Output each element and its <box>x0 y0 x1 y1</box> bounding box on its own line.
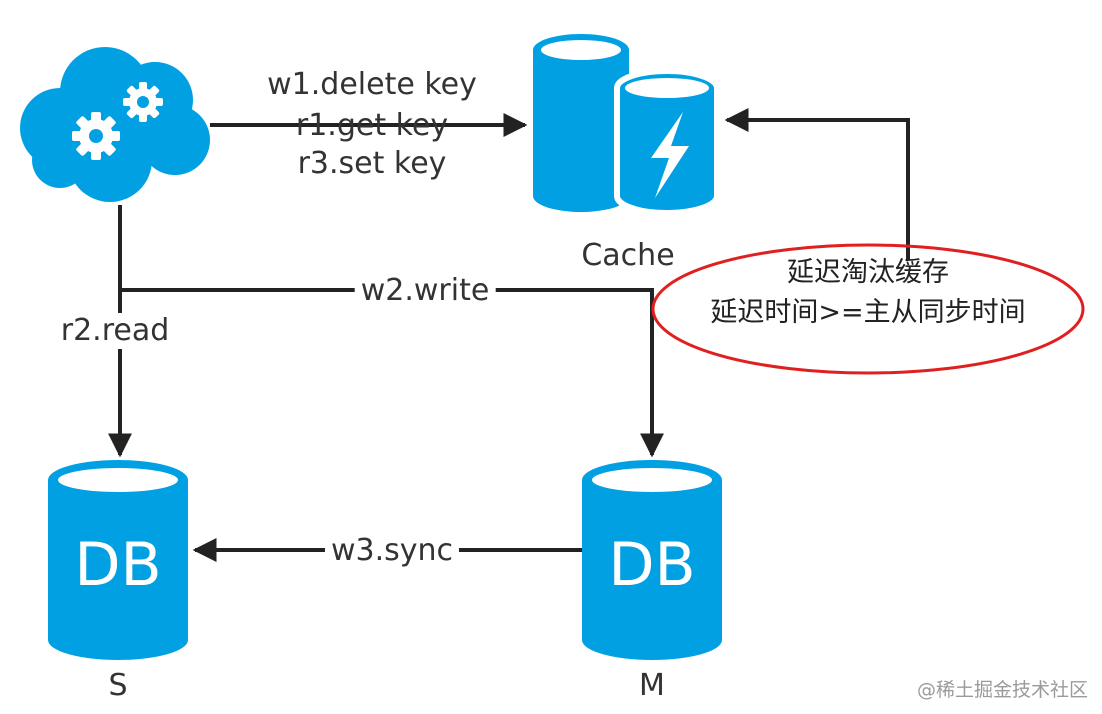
highlight-ellipse <box>651 243 1085 375</box>
slave-db-icon <box>48 460 188 660</box>
eviction-to-cache-arrow <box>724 108 910 260</box>
master-label: M <box>639 668 665 703</box>
db-left-text: DB <box>74 530 162 600</box>
eviction-note-line-2: 延迟时间>=主从同步时间 <box>710 297 1026 328</box>
write-arrow <box>120 288 664 458</box>
top-label-line-3: r3.set key <box>297 146 447 181</box>
read-label: r2.read <box>54 313 176 349</box>
master-db-icon <box>582 460 722 660</box>
top-label-line-1: w1.delete key <box>267 67 477 102</box>
cache-icon <box>533 34 720 216</box>
gear-icon <box>123 82 163 122</box>
cache-label: Cache <box>581 238 675 273</box>
eviction-note-line-1: 延迟淘汰缓存 <box>787 257 949 288</box>
top-label-line-2: r1.get key <box>295 108 449 143</box>
db-right-text: DB <box>608 530 696 600</box>
slave-label: S <box>108 668 128 703</box>
write-label: w2.write <box>354 273 496 309</box>
connectors <box>108 108 910 562</box>
gear-icon <box>72 112 120 160</box>
watermark: @稀土掘金技术社区 <box>916 679 1088 701</box>
sync-label: w3.sync <box>324 533 460 569</box>
lightning-icon <box>651 112 689 198</box>
app-cloud-icon <box>20 47 210 202</box>
